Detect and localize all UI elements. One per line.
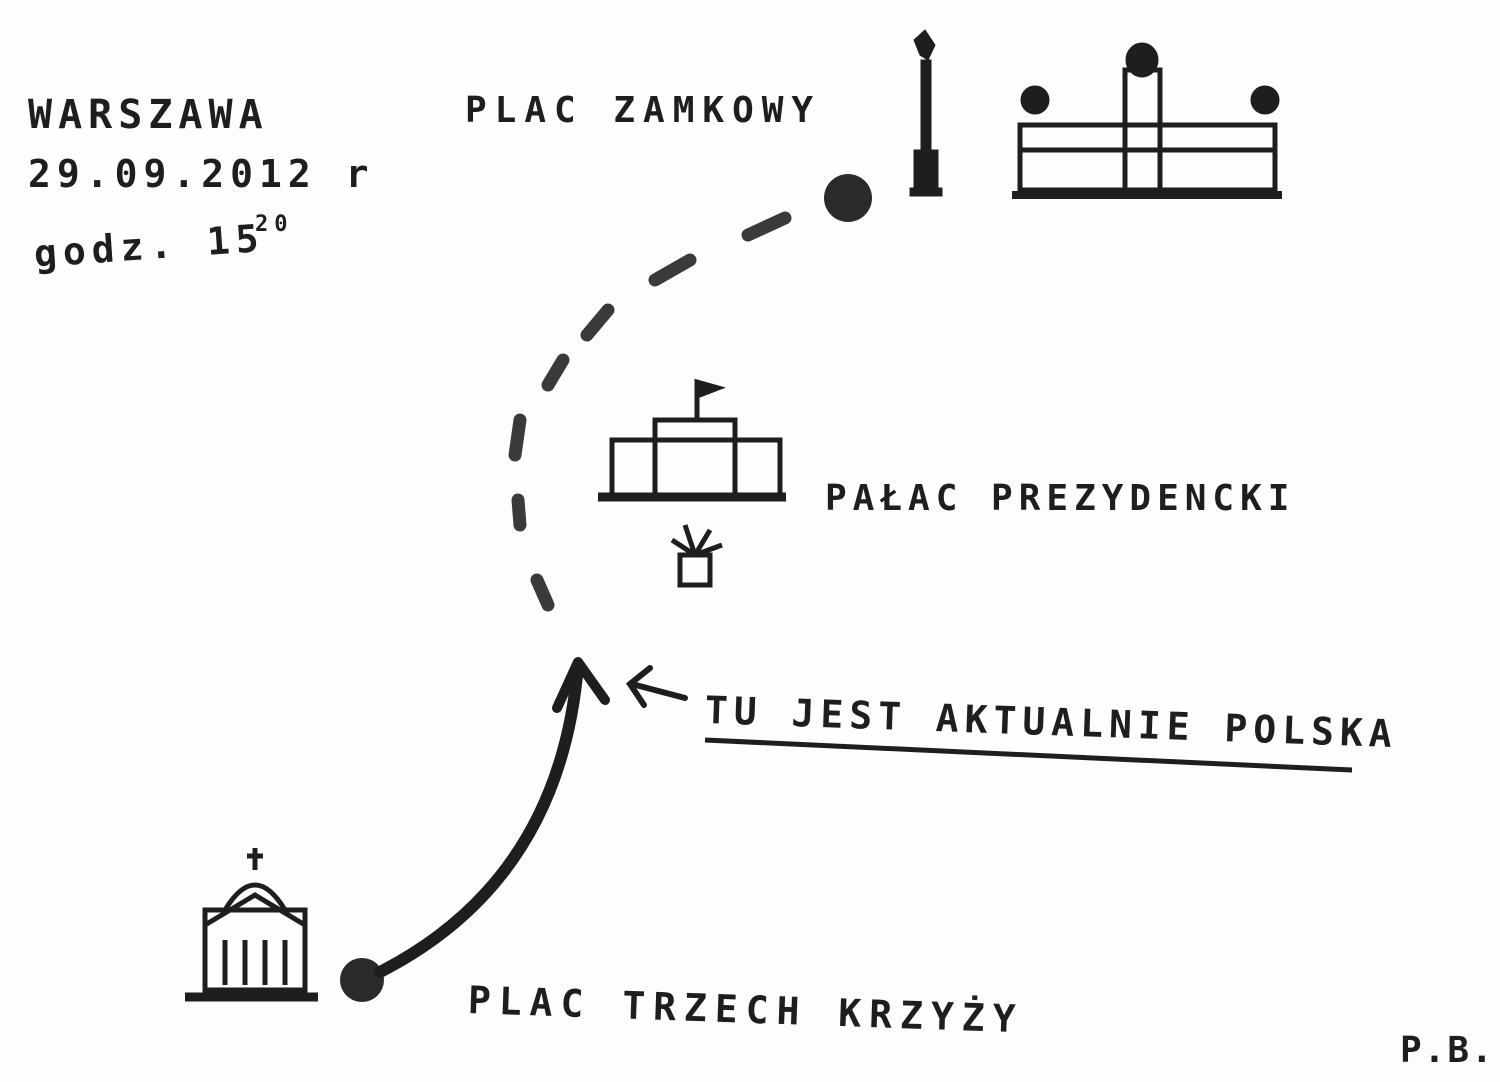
palace-icon xyxy=(598,378,786,588)
castle-icon xyxy=(1012,42,1282,199)
time-minutes: 20 xyxy=(255,212,294,237)
label-plac-zamkowy: PLAC ZAMKOWY xyxy=(465,90,822,131)
end-dot xyxy=(824,174,872,222)
dashed-route xyxy=(508,211,792,612)
route-arrow xyxy=(374,659,584,978)
date-text: 29.09.2012 r xyxy=(28,152,375,196)
signature: P.B. xyxy=(1400,1030,1495,1071)
arrowhead xyxy=(552,657,610,713)
pointer-arrow-icon xyxy=(625,665,688,708)
column-icon xyxy=(909,29,943,197)
start-dot xyxy=(340,958,384,1002)
annotation-underline xyxy=(704,737,1353,773)
city-title: WARSZAWA xyxy=(28,92,269,138)
label-palac-prezydencki: PAŁAC PREZYDENCKI xyxy=(825,478,1296,519)
church-icon xyxy=(185,848,318,1002)
